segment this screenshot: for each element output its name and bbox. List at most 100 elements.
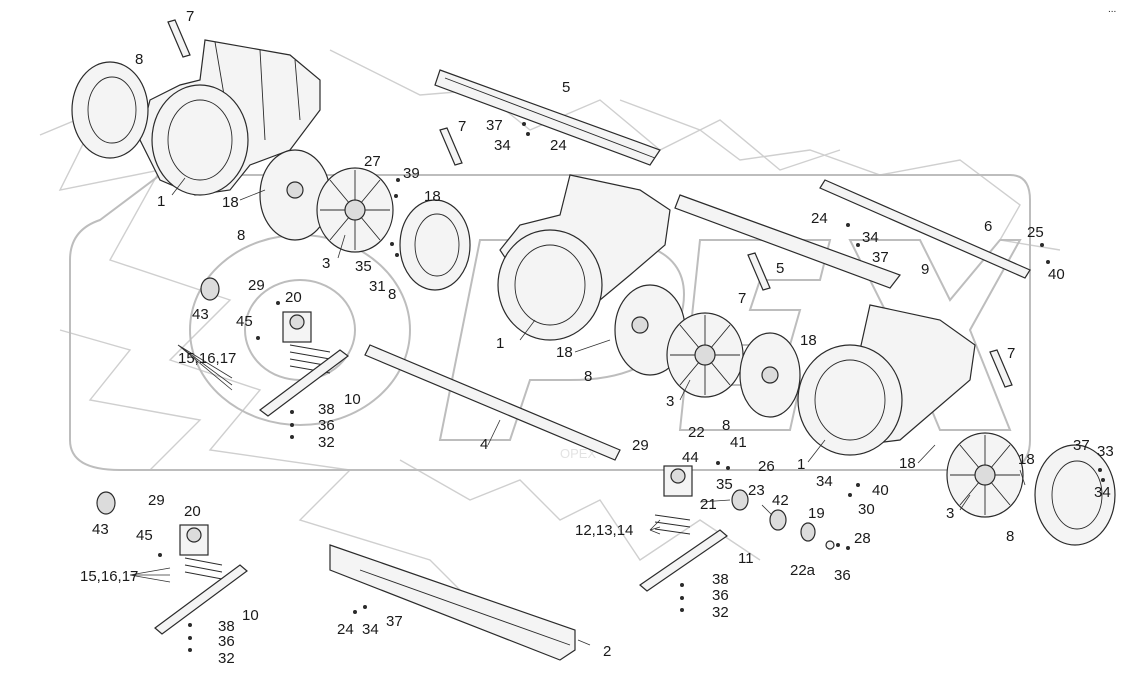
callout-label: 20 bbox=[285, 289, 302, 306]
callout-label: 37 bbox=[386, 613, 403, 630]
bar-7-top bbox=[167, 19, 191, 58]
callout-label: 18 bbox=[800, 332, 817, 349]
callout-label: 44 bbox=[682, 449, 699, 466]
ring-left-mid bbox=[399, 199, 471, 291]
callout-label: 3 bbox=[946, 505, 954, 522]
callout-label: 2 bbox=[603, 643, 611, 660]
callout-label: 43 bbox=[192, 306, 209, 323]
callout-label: 34 bbox=[1094, 484, 1111, 501]
callout-label: 4 bbox=[480, 436, 488, 453]
callout-label: 7 bbox=[186, 8, 194, 25]
callout-label: 8 bbox=[237, 227, 245, 244]
callout-label: 8 bbox=[1006, 528, 1014, 545]
callout-label: 27 bbox=[364, 153, 381, 170]
callout-label: 18 bbox=[556, 344, 573, 361]
callout-label: 3 bbox=[666, 393, 674, 410]
bearing-support-left-upper bbox=[259, 311, 349, 417]
leader-lines bbox=[129, 177, 1026, 646]
impeller-right bbox=[946, 432, 1024, 518]
callout-label: 45 bbox=[136, 527, 153, 544]
callout-label: 32 bbox=[218, 650, 235, 667]
callout-label: 6 bbox=[984, 218, 992, 235]
callout-label: 1 bbox=[496, 335, 504, 352]
callout-label: 35 bbox=[355, 258, 372, 275]
callout-label: 36 bbox=[834, 567, 851, 584]
beam-top-5 bbox=[434, 69, 661, 166]
callout-label: 15,16,17 bbox=[178, 350, 236, 367]
callout-label: 3 bbox=[322, 255, 330, 272]
callout-label: 36 bbox=[712, 587, 729, 604]
callout-label: 28 bbox=[854, 530, 871, 547]
callout-label: 7 bbox=[1007, 345, 1015, 362]
callout-label: 20 bbox=[184, 503, 201, 520]
callout-label: 40 bbox=[1048, 266, 1065, 283]
callout-label: 21 bbox=[700, 496, 717, 513]
callout-label: 11 bbox=[738, 550, 754, 567]
callout-label: 15,16,17 bbox=[80, 568, 138, 585]
callout-label: 26 bbox=[758, 458, 775, 475]
callout-label: 18 bbox=[222, 194, 239, 211]
callout-label: 8 bbox=[584, 368, 592, 385]
rail-6 bbox=[819, 179, 1031, 279]
callout-label: 42 bbox=[772, 492, 789, 509]
callout-label: 29 bbox=[148, 492, 165, 509]
callout-label: 31 bbox=[369, 278, 386, 295]
callout-label: 24 bbox=[550, 137, 567, 154]
fan-housing-right bbox=[797, 304, 976, 456]
callout-label: 38 bbox=[712, 571, 729, 588]
callout-label: 36 bbox=[318, 417, 335, 434]
base-beam-2 bbox=[329, 544, 576, 661]
callout-label: 38 bbox=[218, 618, 235, 635]
callout-label: 1 bbox=[797, 456, 805, 473]
bearing-support-left-lower bbox=[154, 524, 248, 635]
callout-label: 43 bbox=[92, 521, 109, 538]
callout-label: 22 bbox=[688, 424, 705, 441]
callout-label: 38 bbox=[318, 401, 335, 418]
ring-right bbox=[1034, 444, 1116, 546]
callout-label: 5 bbox=[562, 79, 570, 96]
corner-mark: ... bbox=[1108, 4, 1116, 15]
callout-label: 29 bbox=[632, 437, 649, 454]
seal-43-upper bbox=[200, 277, 220, 301]
callout-label: 36 bbox=[218, 633, 235, 650]
callout-label: 34 bbox=[362, 621, 379, 638]
bar-7-right-mid bbox=[747, 252, 771, 291]
callout-label: 18 bbox=[1018, 451, 1035, 468]
callout-label: 22a bbox=[790, 562, 816, 579]
bar-7-mid bbox=[439, 127, 463, 166]
fasteners bbox=[158, 122, 1105, 652]
callout-label: 37 bbox=[1073, 437, 1090, 454]
ring-left-top bbox=[71, 61, 149, 159]
callout-label: 39 bbox=[403, 165, 420, 182]
callout-labels: 7 8 5 37 7 34 24 27 39 18 1 18 8 3 35 31… bbox=[80, 8, 1114, 667]
callout-label: 45 bbox=[236, 313, 253, 330]
impeller-left bbox=[316, 167, 394, 253]
callout-label: 18 bbox=[899, 455, 916, 472]
callout-label: 12,13,14 bbox=[575, 522, 633, 539]
callout-label: 25 bbox=[1027, 224, 1044, 241]
callout-label: 24 bbox=[337, 621, 354, 638]
callout-label: 18 bbox=[424, 188, 441, 205]
callout-label: 32 bbox=[318, 434, 335, 451]
callout-label: 10 bbox=[242, 607, 259, 624]
callout-label: 8 bbox=[388, 286, 396, 303]
ring-center bbox=[739, 332, 801, 418]
callout-label: 29 bbox=[248, 277, 265, 294]
callout-label: 41 bbox=[730, 434, 747, 451]
callout-label: 19 bbox=[808, 505, 825, 522]
callout-label: 5 bbox=[776, 260, 784, 277]
shaft-4 bbox=[364, 344, 621, 461]
callout-label: 37 bbox=[872, 249, 889, 266]
callout-label: 7 bbox=[738, 290, 746, 307]
impeller-center bbox=[666, 312, 744, 398]
callout-label: 34 bbox=[816, 473, 833, 490]
watermark-text: OPEX bbox=[560, 446, 596, 461]
callout-label: 23 bbox=[748, 482, 765, 499]
seal-43-lower bbox=[96, 491, 116, 515]
callout-label: 34 bbox=[494, 137, 511, 154]
bearing-support-center bbox=[639, 465, 728, 592]
bar-7-right bbox=[989, 349, 1013, 388]
callout-label: 37 bbox=[486, 117, 503, 134]
callout-label: 30 bbox=[858, 501, 875, 518]
